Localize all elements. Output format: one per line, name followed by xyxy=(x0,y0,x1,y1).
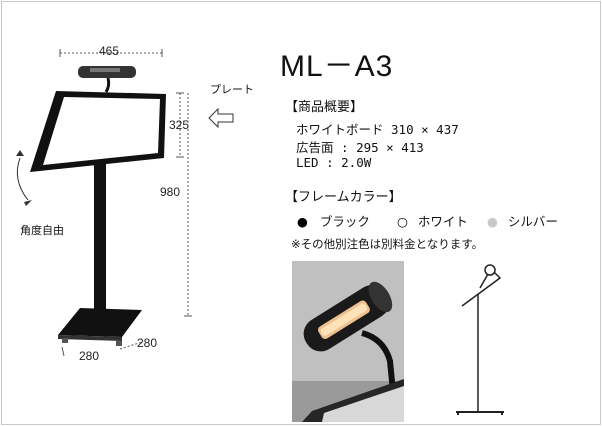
custom-color-note: ※その他別注色は別料金となります。 xyxy=(291,237,484,251)
color-option-black: ● ブラック xyxy=(297,211,370,230)
color-name-black: ブラック xyxy=(319,214,370,229)
led-light-photo xyxy=(292,261,404,422)
overview-led: LED : 2.0W xyxy=(296,155,372,170)
color-swatch-silver: ● xyxy=(487,214,498,229)
product-title: ML－A3 xyxy=(280,50,394,83)
frame-color-heading: 【フレームカラー】 xyxy=(285,190,402,205)
color-option-white: ○ ホワイト xyxy=(397,211,468,230)
dim-height: 980 xyxy=(160,185,181,199)
color-option-silver: ● シルバー xyxy=(487,211,558,230)
dim-plate-height: 325 xyxy=(169,118,190,132)
side-profile-drawing xyxy=(456,264,504,415)
dim-width: 465 xyxy=(99,44,120,58)
overview-heading: 【商品概要】 xyxy=(285,100,364,115)
angle-label: 角度自由 xyxy=(20,224,64,237)
color-swatch-white: ○ xyxy=(397,214,408,229)
plate-label: プレート xyxy=(210,83,254,96)
dim-base-width: 280 xyxy=(137,336,158,350)
overview-ad-area: 広告面 : 295 × 413 xyxy=(296,140,424,155)
color-name-silver: シルバー xyxy=(507,214,558,229)
overview-board: ホワイトボード 310 × 437 xyxy=(296,122,459,137)
color-name-white: ホワイト xyxy=(417,214,468,229)
color-swatch-black: ● xyxy=(297,214,308,229)
dim-base-depth: 280 xyxy=(79,349,100,363)
